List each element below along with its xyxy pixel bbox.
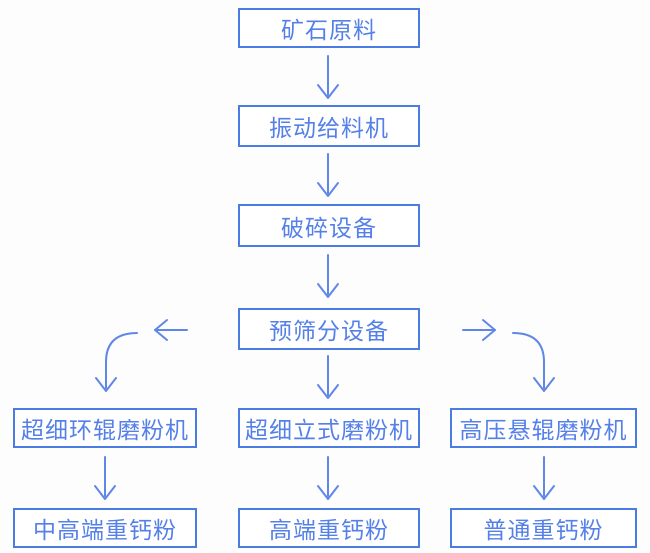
arrow-down-icon (317, 55, 339, 99)
node-high-pressure-mill: 高压悬辊磨粉机 (450, 408, 637, 448)
node-ring-roller-mill: 超细环辊磨粉机 (13, 408, 197, 448)
arrow-left-icon (154, 319, 188, 341)
node-ore-label: 矿石原料 (281, 17, 377, 43)
node-crusher: 破碎设备 (238, 204, 420, 247)
node-pre-screening: 预筛分设备 (238, 308, 420, 350)
node-mid-high-end-powder-label: 中高端重钙粉 (33, 517, 177, 543)
arrow-down-icon (317, 456, 339, 500)
node-vibrating-feeder-label: 振动给料机 (269, 115, 389, 141)
node-high-pressure-mill-label: 高压悬辊磨粉机 (459, 417, 628, 443)
node-ore: 矿石原料 (238, 8, 420, 48)
arrow-down-icon (317, 153, 339, 197)
node-pre-screening-label: 预筛分设备 (269, 318, 389, 344)
node-crusher-label: 破碎设备 (281, 214, 377, 241)
node-ordinary-powder: 普通重钙粉 (450, 508, 637, 548)
arrow-curve-down-left-icon (95, 332, 138, 392)
node-vertical-mill: 超细立式磨粉机 (238, 408, 420, 448)
arrow-down-icon (317, 254, 339, 298)
node-high-end-powder: 高端重钙粉 (238, 508, 420, 548)
node-ring-roller-mill-label: 超细环辊磨粉机 (21, 417, 189, 443)
arrow-down-icon (317, 355, 339, 399)
node-mid-high-end-powder: 中高端重钙粉 (13, 508, 197, 548)
node-high-end-powder-label: 高端重钙粉 (269, 517, 389, 543)
arrow-right-icon (462, 319, 496, 341)
arrow-down-icon (94, 456, 116, 500)
arrow-down-icon (533, 456, 555, 500)
node-vibrating-feeder: 振动给料机 (238, 105, 420, 147)
node-ordinary-powder-label: 普通重钙粉 (483, 517, 604, 543)
arrow-curve-down-right-icon (512, 332, 555, 392)
node-vertical-mill-label: 超细立式磨粉机 (245, 417, 413, 443)
